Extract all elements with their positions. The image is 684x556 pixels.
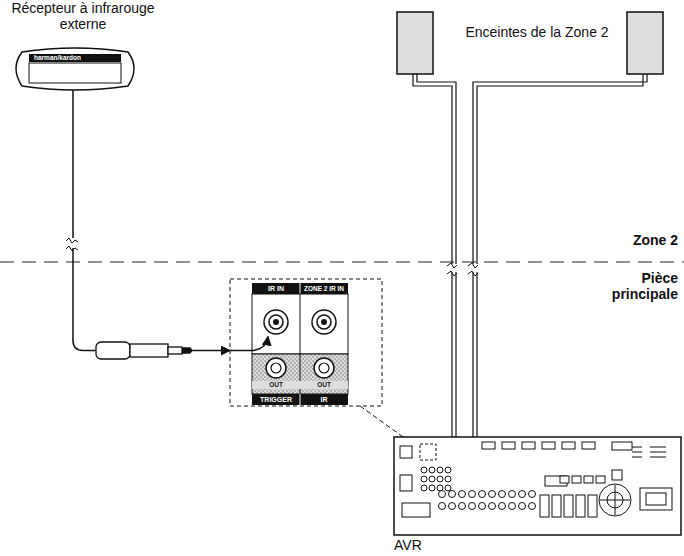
zone-divider — [0, 262, 684, 263]
binding-post — [469, 503, 476, 510]
hdmi-port — [582, 442, 595, 449]
device-label: Récepteur à infrarouge externe — [3, 0, 163, 32]
input-block — [564, 495, 573, 517]
zone-label: Zone 2 — [560, 232, 678, 248]
input-block — [552, 495, 561, 517]
avr-connectors — [421, 442, 605, 517]
zone-label: Pièce principale — [588, 270, 678, 302]
ir-receiver — [16, 48, 134, 90]
jack-label: IR IN — [252, 284, 300, 293]
binding-post — [489, 491, 496, 498]
port — [560, 476, 569, 483]
brand-label: harman/kardon — [32, 54, 126, 62]
input-block — [576, 495, 585, 517]
speaker-label: Enceintes de la Zone 2 — [462, 24, 612, 40]
speaker-wires — [413, 74, 647, 498]
rca-jack — [421, 485, 427, 491]
input-block — [588, 495, 597, 517]
binding-post — [479, 503, 486, 510]
binding-post — [459, 503, 466, 510]
rca-jack — [437, 467, 443, 473]
binding-post — [519, 503, 526, 510]
rca-jack — [421, 476, 427, 482]
binding-post — [439, 503, 446, 510]
cable-break — [66, 238, 79, 251]
port — [584, 476, 593, 483]
binding-post — [519, 491, 526, 498]
plug-arrow — [230, 337, 268, 351]
ir-plug — [96, 342, 192, 359]
hdmi-port — [502, 442, 515, 449]
binding-post — [439, 491, 446, 498]
binding-post — [469, 491, 476, 498]
avr-node: AVR — [394, 437, 681, 555]
ir-receiver-node: Récepteur à infrarouge externe harman/kar… — [3, 0, 163, 92]
avr-rear-panel — [394, 437, 681, 535]
hdmi-port — [562, 442, 575, 449]
binding-post — [479, 491, 486, 498]
rca-jack — [445, 467, 451, 473]
binding-post — [529, 503, 536, 510]
binding-post — [509, 491, 516, 498]
jack-group-label: TRIGGER — [252, 395, 300, 404]
binding-post — [489, 503, 496, 510]
binding-post — [509, 503, 516, 510]
zone2-speakers — [397, 12, 663, 74]
device-label: AVR — [394, 537, 454, 553]
jack-label: OUT — [300, 381, 348, 389]
binding-post — [459, 491, 466, 498]
jack-panel-node: IR INZONE 2 IR INOUTOUTTRIGGERIR — [230, 279, 382, 406]
rca-jack — [429, 467, 435, 473]
rca-jack — [445, 476, 451, 482]
binding-post — [499, 503, 506, 510]
rca-jack — [421, 467, 427, 473]
ir-cable — [73, 90, 230, 351]
jack-label: ZONE 2 IR IN — [300, 284, 348, 293]
binding-post — [499, 491, 506, 498]
jack-group-label: IR — [300, 395, 348, 404]
rca-jack — [429, 476, 435, 482]
input-block — [540, 495, 549, 517]
rca-jack — [445, 485, 451, 491]
port — [572, 476, 581, 483]
hdmi-port — [522, 442, 535, 449]
binding-post — [449, 491, 456, 498]
rca-jack — [437, 476, 443, 482]
binding-post — [529, 491, 536, 498]
jack-label: OUT — [252, 381, 300, 389]
hdmi-port — [542, 442, 555, 449]
rca-jack — [429, 485, 435, 491]
wire-breaks — [446, 263, 483, 276]
binding-post — [449, 503, 456, 510]
port — [596, 476, 605, 483]
jack-panel-inset — [230, 279, 382, 406]
hdmi-port — [482, 442, 495, 449]
